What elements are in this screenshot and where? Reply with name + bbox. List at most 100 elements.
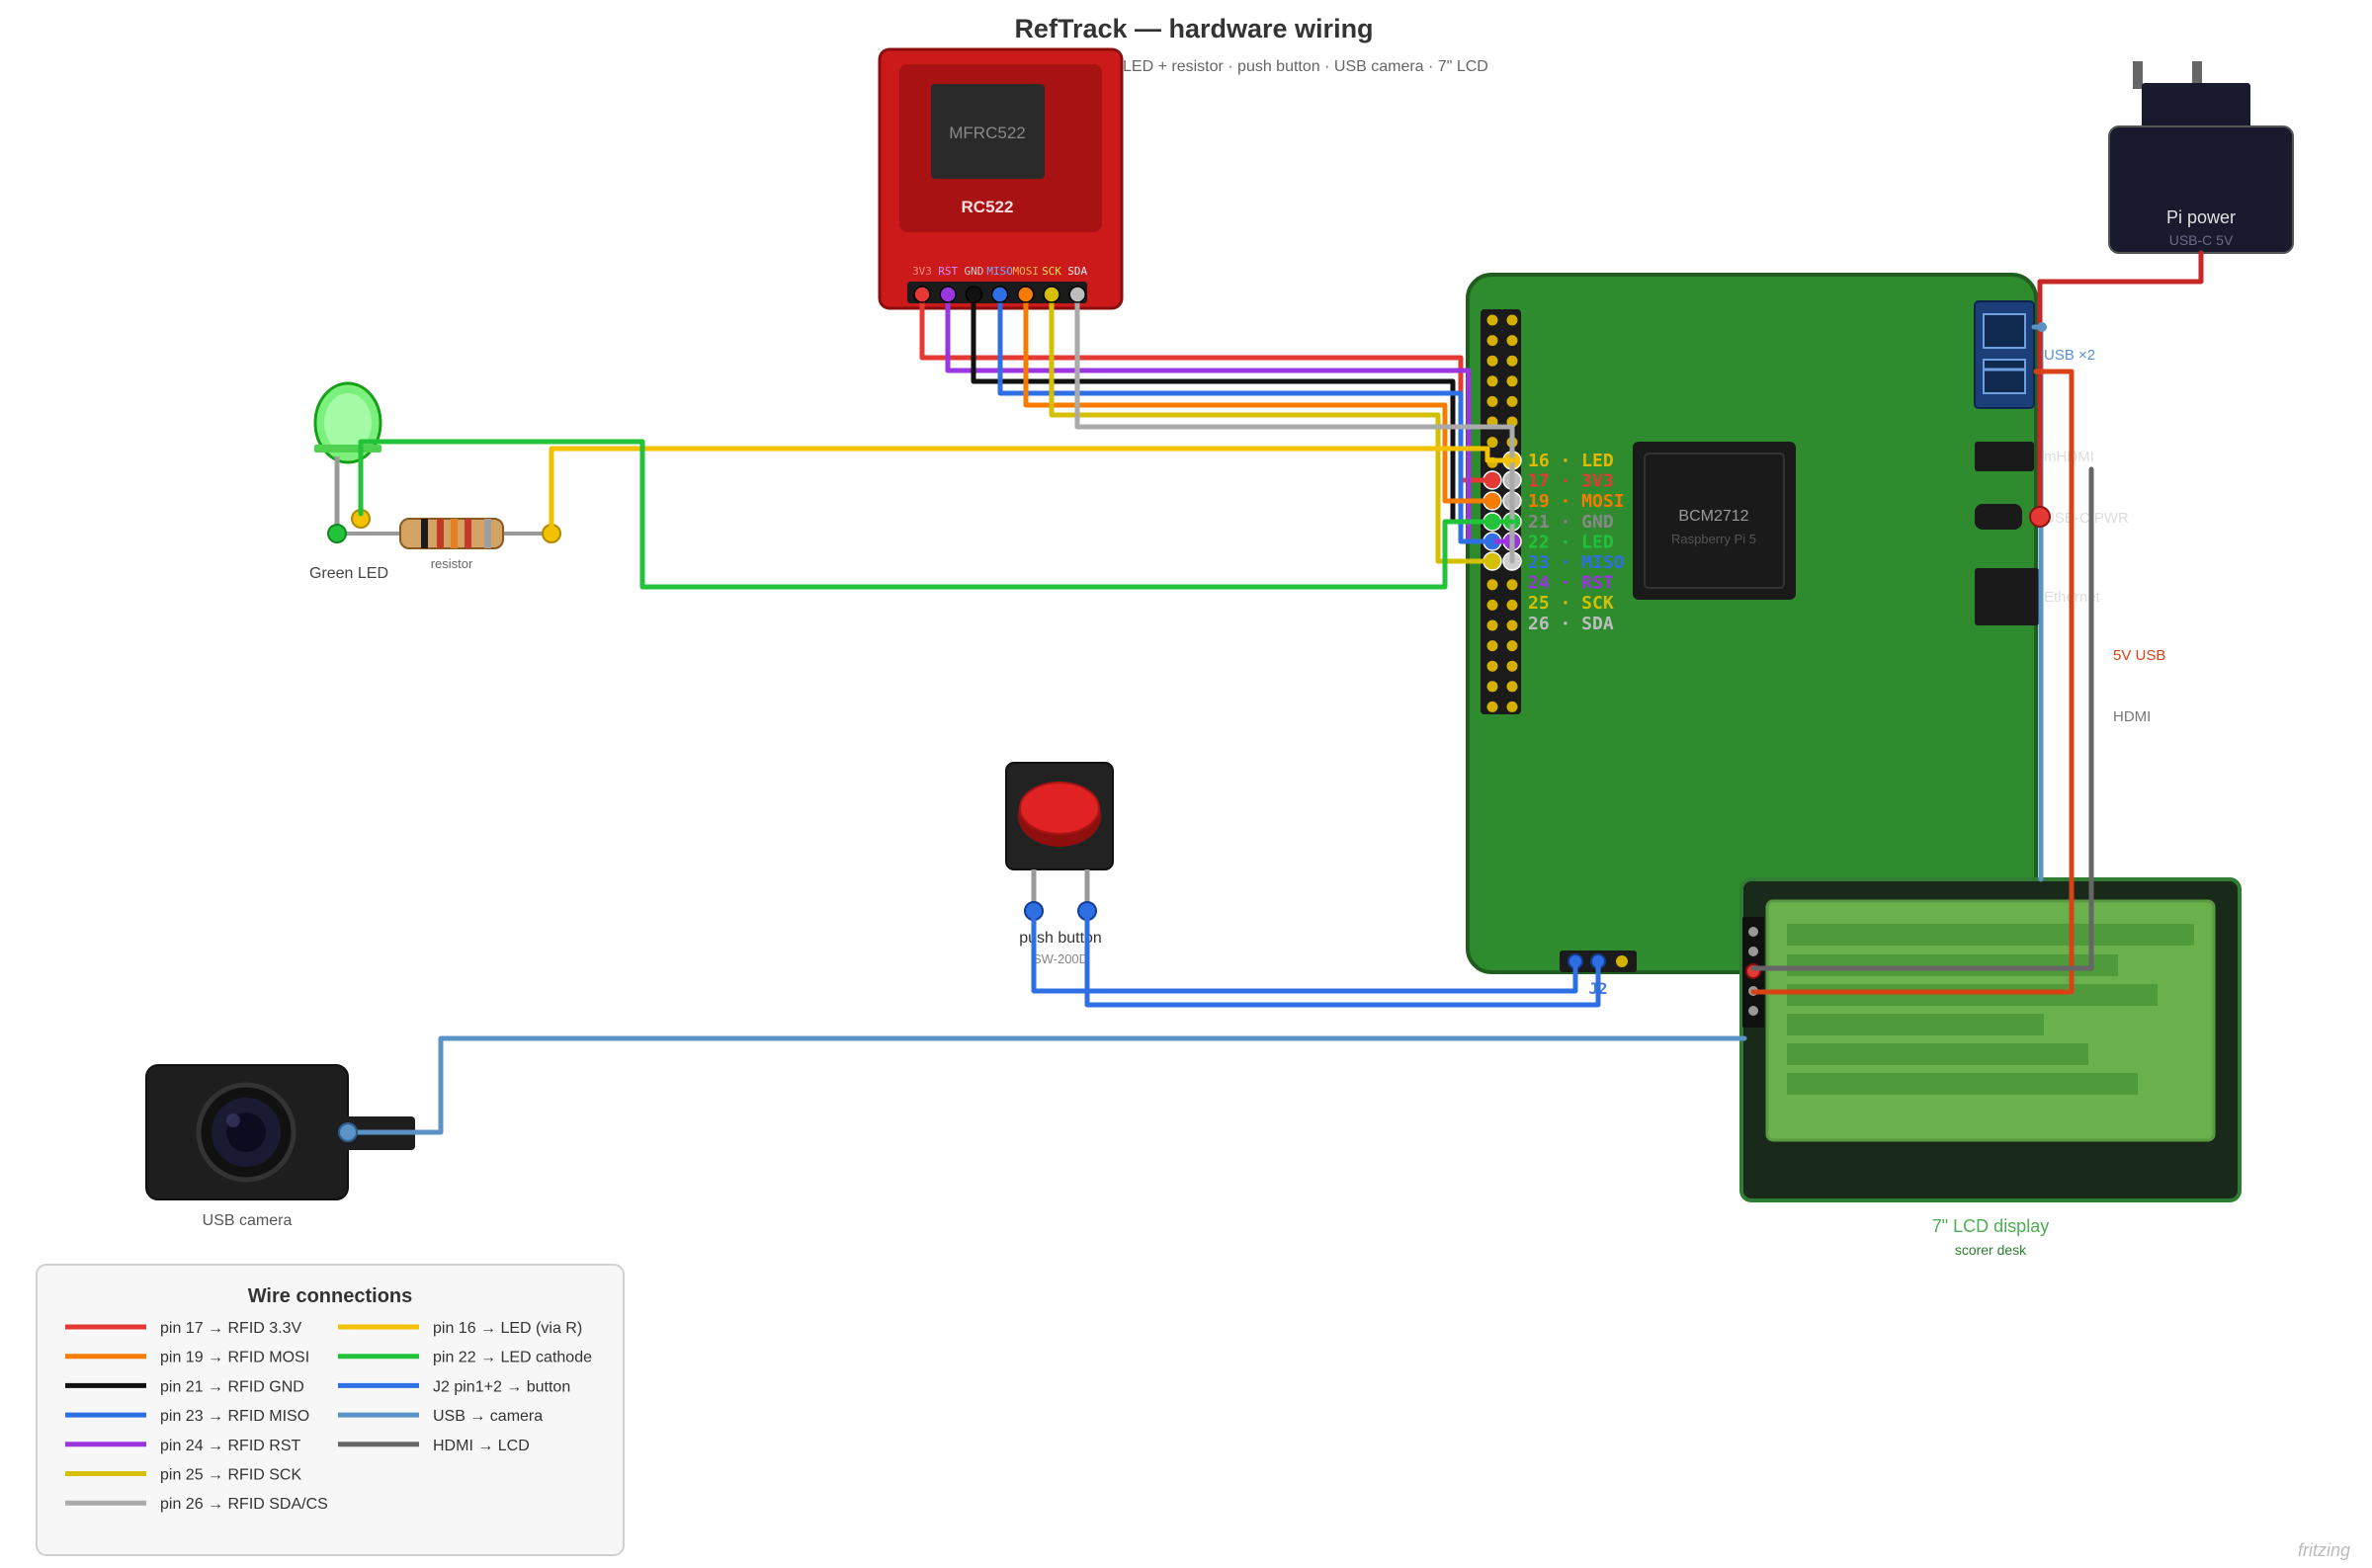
gpio-pin <box>1486 681 1498 693</box>
gpio-pin-label: 25 · SCK <box>1528 593 1614 614</box>
soc-label: BCM2712 <box>1678 508 1748 525</box>
wire-pi-power[interactable] <box>2037 250 2204 520</box>
resistor-label: resistor <box>431 556 473 571</box>
rfid-pin-label: SCK <box>1042 265 1061 278</box>
wire-rfid-sda[interactable] <box>1074 292 1515 564</box>
rfid-pin-label: MOSI <box>1013 265 1040 278</box>
legend-item-label: pin 16 → LED (via R) <box>433 1320 582 1337</box>
usb-camera[interactable]: USB camera <box>145 1064 415 1229</box>
gpio-pin <box>1486 437 1498 449</box>
rfid-pin[interactable] <box>990 286 1009 303</box>
push-button[interactable]: push button SW-200D <box>1005 762 1114 966</box>
gpio-pin <box>1486 579 1498 591</box>
ethernet-port[interactable] <box>1975 568 2039 625</box>
wire-usb-camera[interactable] <box>345 1035 1747 1135</box>
5v-usb-cable-label: 5V USB <box>2113 647 2165 664</box>
gpio-pin-label: 23 · MISO <box>1528 552 1625 573</box>
rfid-pin[interactable] <box>1068 286 1086 303</box>
rfid-pin-label: 3V3 <box>912 265 932 278</box>
gpio-pin <box>1486 395 1498 407</box>
wire-legend: Wire connections pin 17 → RFID 3.3V pin 1… <box>36 1264 625 1556</box>
pi-power-supply[interactable]: Pi power USB-C 5V <box>2108 61 2294 254</box>
rfid-chip-label: MFRC522 <box>949 124 1025 142</box>
gpio-pin <box>1486 599 1498 611</box>
gpio-pin <box>1486 355 1498 367</box>
wire-button-2[interactable] <box>1084 911 1601 1008</box>
legend-item-label: pin 26 → RFID SDA/CS <box>160 1496 328 1513</box>
rfid-pin[interactable] <box>965 286 983 303</box>
gpio-pin <box>1506 355 1518 367</box>
button-sub-label: SW-200D <box>1033 951 1088 966</box>
hdmi-cable-label: HDMI <box>2113 708 2151 725</box>
wire-hdmi-lcd[interactable] <box>1750 466 2094 971</box>
raspberry-pi-board[interactable]: BCM2712 Raspberry Pi 5 USB ×2 mHDMI USB-… <box>1466 273 2129 998</box>
gpio-pin-label: 19 · MOSI <box>1528 491 1625 512</box>
mhdmi-port-label: mHDMI <box>2044 449 2094 465</box>
rfid-pin[interactable] <box>939 286 957 303</box>
legend-item-label: HDMI → LCD <box>433 1438 530 1454</box>
mfrc522-chip <box>931 84 1045 179</box>
legend-item-label: J2 pin1+2 → button <box>433 1378 570 1395</box>
gpio-pin <box>1506 660 1518 672</box>
rfid-pin-label: SDA <box>1067 265 1087 278</box>
wire-5v-usb-lcd[interactable] <box>1750 369 2075 995</box>
gpio-pin <box>1486 640 1498 652</box>
legend-item-label: pin 25 → RFID SCK <box>160 1467 301 1484</box>
wire-led-anode[interactable] <box>549 446 1515 536</box>
gpio-pin <box>1506 579 1518 591</box>
legend-item-label: pin 21 → RFID GND <box>160 1378 304 1395</box>
gpio-pin <box>1506 599 1518 611</box>
soc-sub-label: Raspberry Pi 5 <box>1671 532 1756 546</box>
gpio-pin <box>1486 375 1498 387</box>
mhdmi-port[interactable] <box>1975 442 2034 471</box>
rfid-pin-label: GND <box>964 265 983 278</box>
camera-label: USB camera <box>203 1212 293 1229</box>
legend-item-label: pin 19 → RFID MOSI <box>160 1350 309 1366</box>
button-label: push button <box>1019 930 1102 947</box>
gpio-pin <box>1506 395 1518 407</box>
rfid-board-label: RC522 <box>962 198 1014 216</box>
gpio-pin <box>1486 335 1498 347</box>
wire-rfid-sck[interactable] <box>1049 292 1495 564</box>
legend-item-label: pin 17 → RFID 3.3V <box>160 1320 302 1337</box>
resistor[interactable]: resistor <box>385 518 561 571</box>
gpio-pin-label: 22 · LED <box>1528 532 1614 552</box>
lcd-display[interactable]: 7" LCD display scorer desk <box>1739 877 2242 1258</box>
legend-item-label: pin 24 → RFID RST <box>160 1438 300 1454</box>
rfid-pin-dots <box>913 286 1086 303</box>
green-led[interactable]: Green LED <box>309 381 405 582</box>
gpio-pin <box>1486 701 1498 712</box>
gpio-pin <box>1506 681 1518 693</box>
gpio-pin-label: 17 · 3V3 <box>1528 471 1614 492</box>
gpio-pin <box>1506 701 1518 712</box>
wire-rfid-mosi[interactable] <box>1023 292 1495 504</box>
gpio-pin-label: 16 · LED <box>1528 451 1614 471</box>
legend-item-label: pin 23 → RFID MISO <box>160 1408 309 1425</box>
wire-rfid-rst[interactable] <box>945 292 1515 544</box>
gpio-pin-label: 24 · RST <box>1528 573 1614 594</box>
rfid-pin-label: MISO <box>986 265 1013 278</box>
rfid-pin-label: RST <box>938 265 958 278</box>
rfid-pin[interactable] <box>913 286 931 303</box>
wire-rfid-miso[interactable] <box>997 292 1495 544</box>
wire-led-cathode[interactable] <box>358 439 1515 590</box>
usb-port-label: USB ×2 <box>2044 347 2095 364</box>
usbc-power-port[interactable] <box>1975 504 2022 530</box>
wire-rfid-3v3[interactable] <box>919 292 1495 483</box>
gpio-pin <box>1506 335 1518 347</box>
lcd-label: 7" LCD display <box>1932 1216 2049 1236</box>
gpio-pin <box>1486 619 1498 631</box>
rfid-pin[interactable] <box>1043 286 1060 303</box>
power-label: Pi power <box>2166 207 2236 227</box>
led-label: Green LED <box>309 565 388 582</box>
gpio-pin <box>1506 619 1518 631</box>
legend-item-label: USB → camera <box>433 1408 543 1425</box>
legend-title: Wire connections <box>248 1285 413 1307</box>
soc-chip <box>1633 442 1796 600</box>
gpio-pin-label: 21 · GND <box>1528 512 1614 533</box>
rfid-pin[interactable] <box>1017 286 1035 303</box>
wire-button-1[interactable] <box>1031 911 1578 994</box>
